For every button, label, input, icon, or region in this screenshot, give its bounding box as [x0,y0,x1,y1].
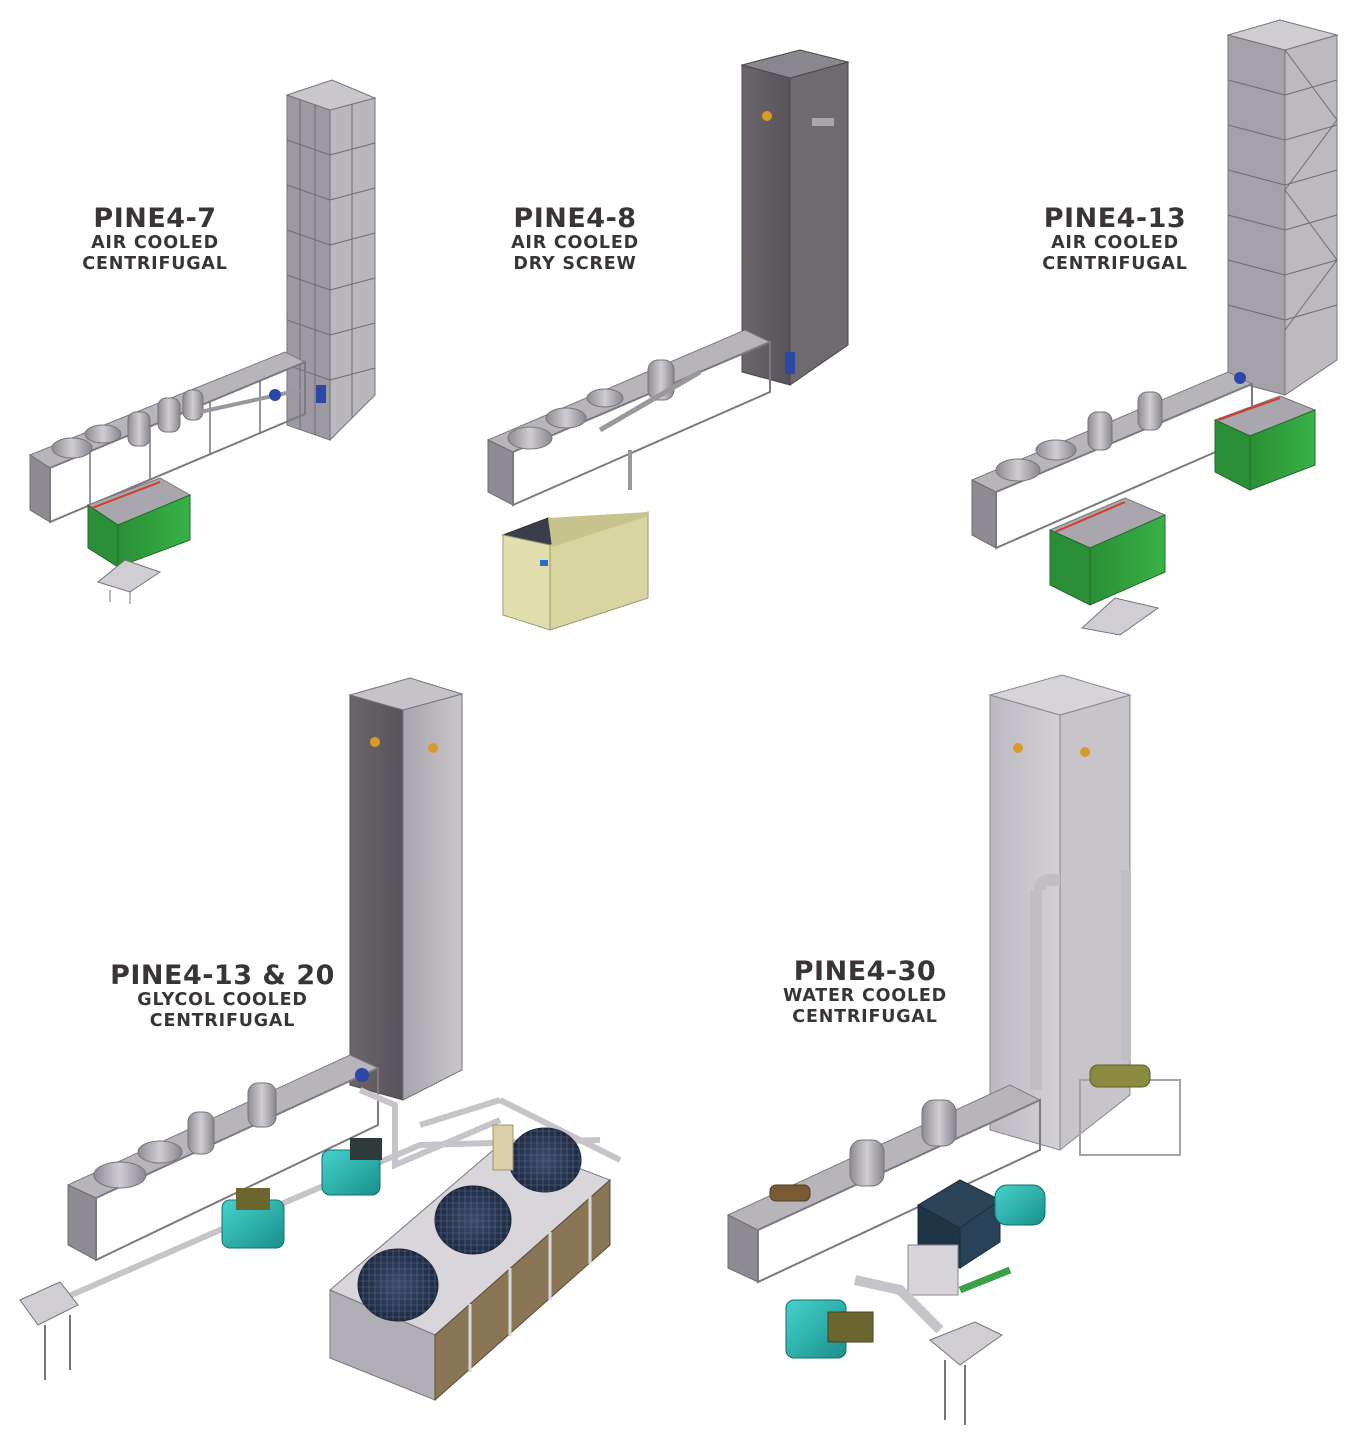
compressor-type: CENTRIFUGAL [82,253,228,274]
compressor-motor [907,1179,1046,1296]
logo-badge-icon [1013,743,1023,753]
label-unit-3: PINE4-13 AIR COOLED CENTRIFUGAL [1020,205,1210,273]
teal-pump-motor [785,1275,944,1359]
tower-enclosed [348,677,464,1101]
khaki-enclosure-unit [501,511,649,631]
logo-badge-icon [1080,747,1090,757]
glycol-tank [492,1124,514,1171]
tower-open-frame [285,79,377,442]
model-name: PINE4-7 [93,203,217,234]
logo-badge-icon [762,111,772,121]
label-unit-1: PINE4-7 AIR COOLED CENTRIFUGAL [70,205,240,273]
unit-pine4-30-illustration [726,674,1181,1425]
green-condenser-unit [1213,395,1317,491]
unit-pine4-13-20-illustration [19,677,622,1402]
cooling-type: AIR COOLED [91,233,219,253]
unit-pine4-7-illustration [28,79,377,604]
logo-badge-icon [370,737,380,747]
green-condenser-unit [86,477,192,604]
model-name: PINE4-8 [513,203,637,234]
cooling-type: AIR COOLED [1051,233,1179,253]
process-skid [486,329,772,507]
unit-pine4-13-illustration [970,19,1339,636]
tower-enclosed [740,49,850,386]
compressor-type: CENTRIFUGAL [149,1010,296,1031]
process-skid [970,371,1254,550]
vent-hood [19,1281,79,1380]
logo-badge-icon [428,743,438,753]
label-unit-2: PINE4-8 AIR COOLED DRY SCREW [490,205,660,273]
dry-cooler [329,1127,611,1402]
unit-pine4-8-illustration [486,49,850,631]
teal-pump-motor [321,1138,382,1196]
model-name: PINE4-30 [793,956,937,987]
compressor-type: DRY SCREW [513,253,637,274]
label-unit-5: PINE4-30 WATER COOLED CENTRIFUGAL [770,958,960,1026]
process-skid [28,351,307,524]
label-unit-4: PINE4-13 & 20 GLYCOL COOLED CENTRIFUGAL [100,962,345,1030]
process-skid [66,1054,380,1262]
tower-open-frame [1226,19,1339,396]
green-condenser-unit [1048,497,1167,636]
process-skid [726,1064,1181,1284]
vent-hood [929,1321,1003,1425]
cooling-type: GLYCOL COOLED [137,990,308,1010]
compressor-type: CENTRIFUGAL [792,1006,938,1027]
model-name: PINE4-13 & 20 [110,960,335,991]
model-name: PINE4-13 [1043,203,1187,234]
compressor-type: CENTRIFUGAL [1042,253,1188,274]
cooling-type: WATER COOLED [783,986,947,1006]
tower-enclosed [988,674,1132,1152]
teal-pump-motor [221,1188,285,1249]
cooling-type: AIR COOLED [511,233,639,253]
